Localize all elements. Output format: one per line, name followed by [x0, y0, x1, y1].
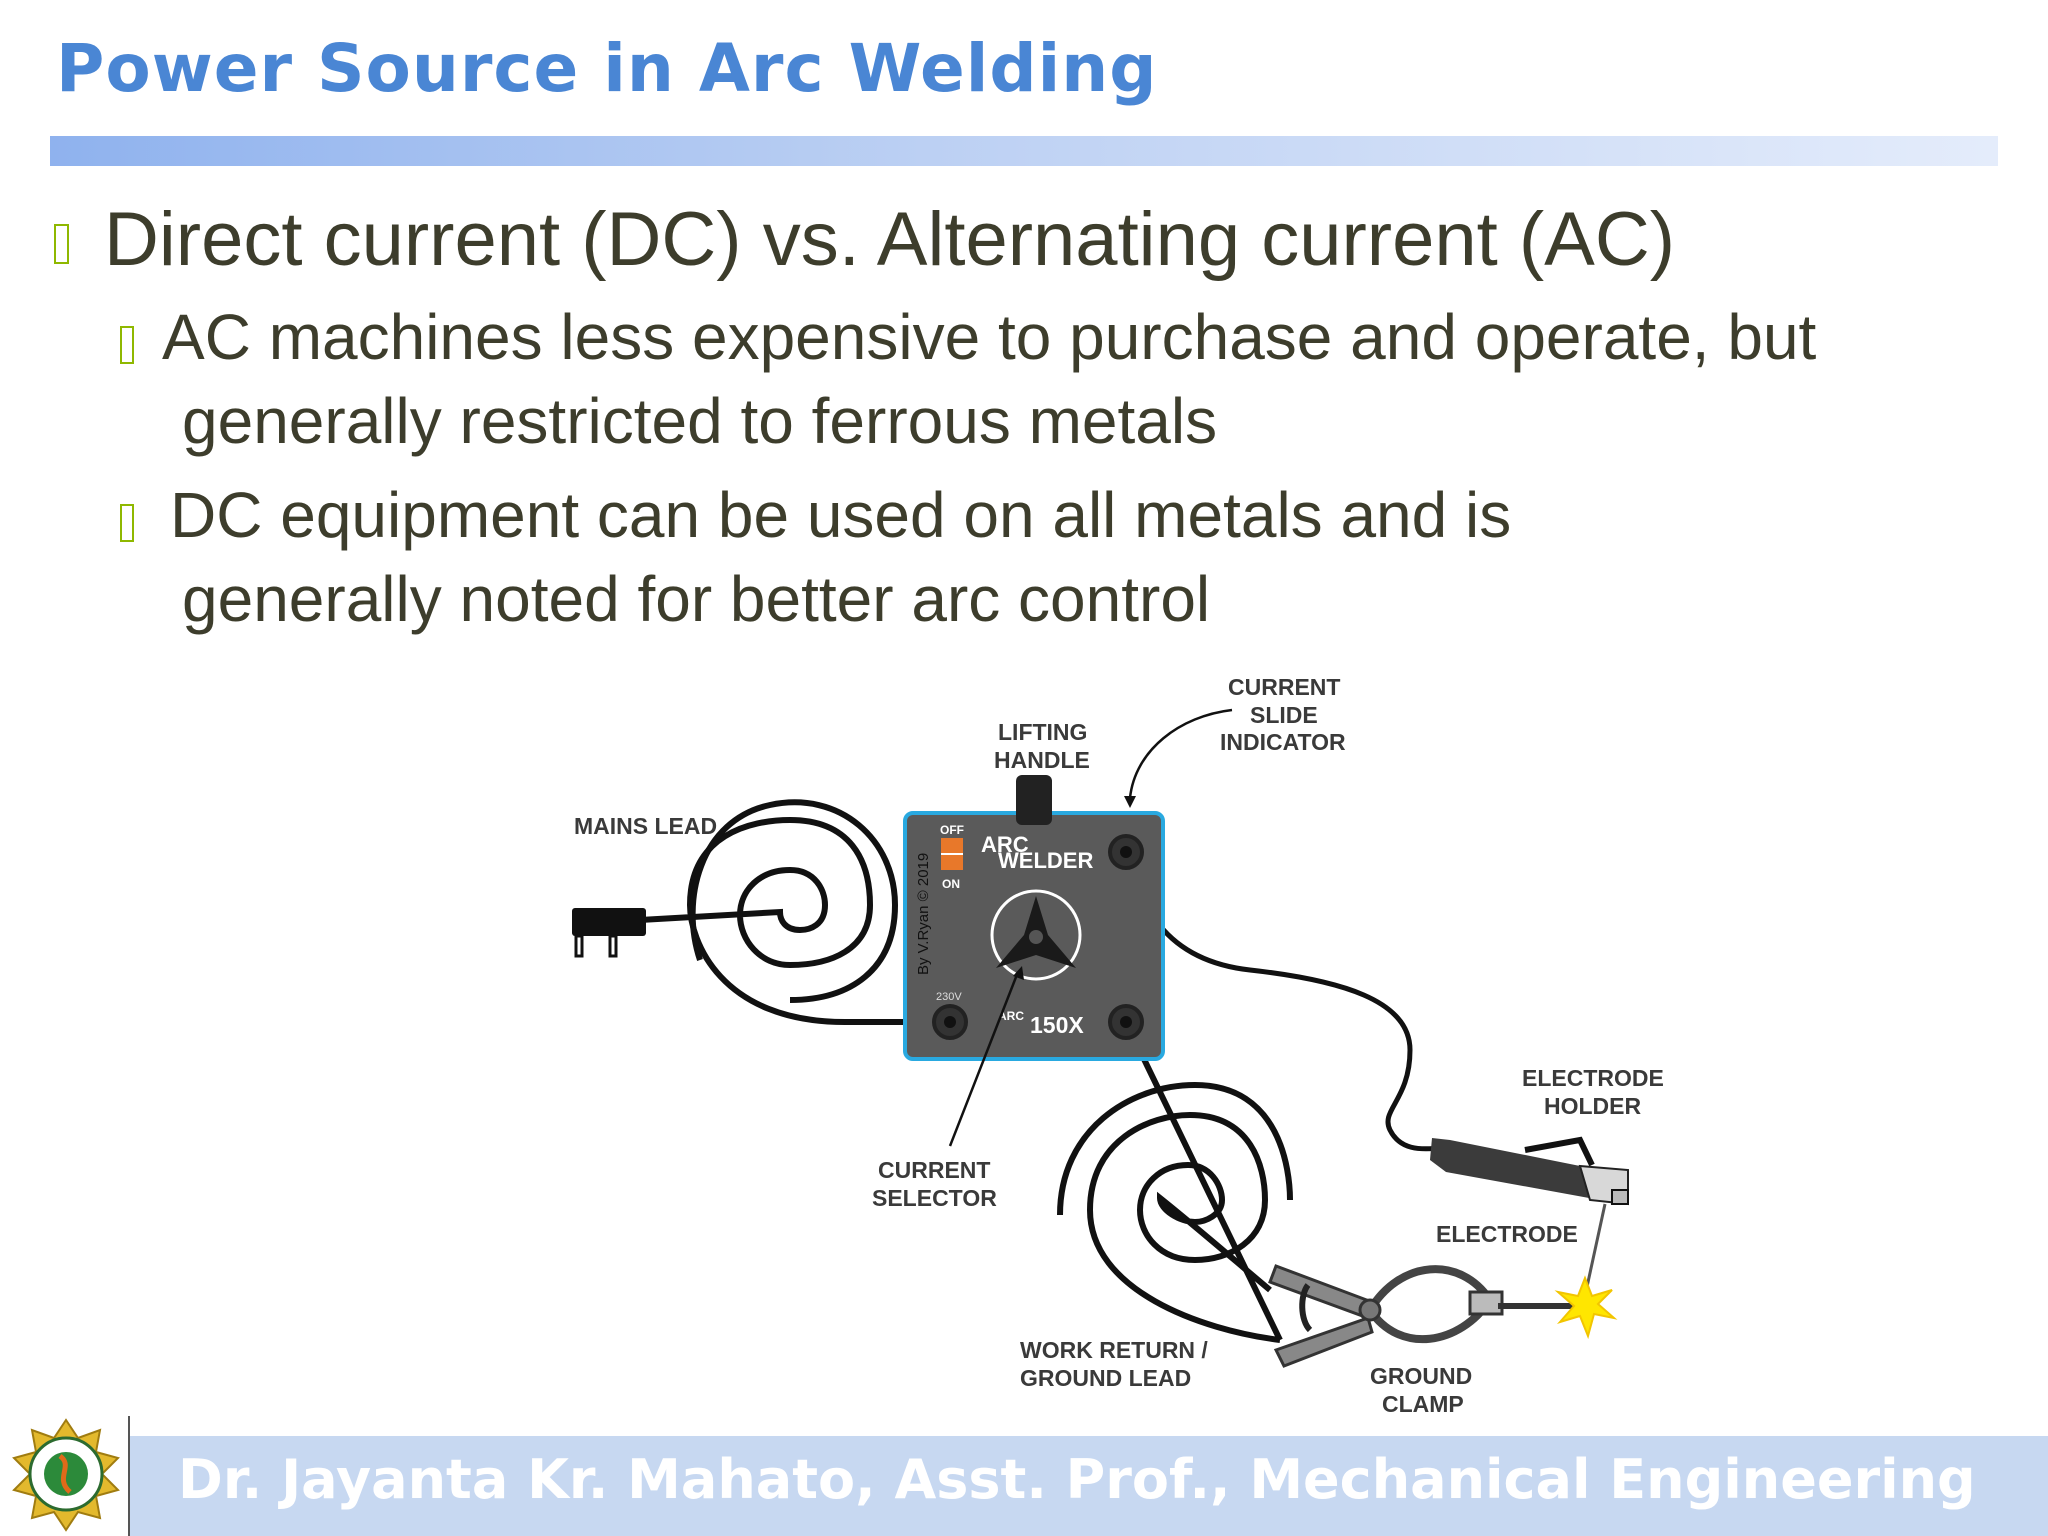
welder-brand-line1: ARC [981, 832, 1029, 857]
footer-band [130, 1436, 2048, 1536]
label-ground-clamp-2: CLAMP [1382, 1391, 1464, 1417]
bullet-ac-line1: AC machines less expensive to purchase a… [162, 301, 1817, 373]
bullet-marker-icon [120, 326, 134, 364]
mains-lead-coil-outer [689, 799, 899, 1003]
title-underline-bar [50, 136, 1998, 166]
label-work-return-1: WORK RETURN / [1020, 1337, 1208, 1363]
welder-brand-line2: WELDER [998, 848, 1093, 873]
university-logo-icon [12, 1418, 120, 1532]
slide-indicator-arrow [1128, 708, 1233, 799]
arc-welder-diagram: ARC WELDER OFF ON By V.Ryan © 2019 230V … [572, 674, 1664, 1417]
label-electrode-holder-2: HOLDER [1544, 1093, 1642, 1119]
ground-lead-coil-outer [1057, 1081, 1293, 1216]
bullet-dc-line2: generally noted for better arc control [182, 563, 1211, 635]
ground-lead-coil [1086, 1111, 1281, 1343]
label-ground-clamp-1: GROUND [1370, 1363, 1472, 1389]
welder-box [903, 775, 1165, 1061]
bullet-main: Direct current (DC) vs. Alternating curr… [104, 197, 1676, 282]
model-prefix: ARC [998, 1009, 1024, 1023]
ground-clamp-icon [1268, 1264, 1590, 1368]
footer-divider [128, 1416, 130, 1536]
label-current-slide-1: CURRENT [1228, 674, 1340, 700]
label-current-slide-2: SLIDE [1250, 702, 1318, 728]
label-lifting-handle-2: HANDLE [994, 747, 1090, 773]
welder-credit: By V.Ryan © 2019 [915, 853, 932, 975]
electrode-holder-icon [1430, 1136, 1629, 1297]
label-work-return-2: GROUND LEAD [1020, 1365, 1191, 1391]
label-current-slide-3: INDICATOR [1220, 729, 1346, 755]
switch-on-label: ON [942, 877, 960, 891]
arc-spark-icon [1554, 1275, 1618, 1340]
voltage-label: 230V [936, 991, 962, 1003]
ground-lead [1123, 1020, 1283, 1342]
model-number: 150X [1030, 1012, 1084, 1038]
label-mains-lead: MAINS LEAD [574, 813, 717, 839]
lifting-handle [1016, 775, 1052, 825]
label-electrode: ELECTRODE [1436, 1221, 1578, 1247]
slide-title: Power Source in Arc Welding [56, 30, 1158, 107]
footer-author: Dr. Jayanta Kr. Mahato, Asst. Prof., Mec… [178, 1448, 1976, 1511]
bullet-marker-icon [54, 224, 69, 264]
label-current-selector-2: SELECTOR [872, 1185, 997, 1211]
bullet-dc-line1: DC equipment can be used on all metals a… [170, 479, 1512, 551]
bullet-ac-line2: generally restricted to ferrous metals [182, 385, 1218, 457]
selector-arrow [948, 971, 1020, 1147]
label-current-selector-1: CURRENT [878, 1157, 990, 1183]
bullet-marker-icon [120, 504, 134, 542]
label-electrode-holder-1: ELECTRODE [1522, 1065, 1664, 1091]
mains-plug-icon [572, 908, 646, 958]
electrode-cable [1123, 851, 1441, 1152]
switch-off-label: OFF [940, 823, 964, 837]
label-lifting-handle-1: LIFTING [998, 719, 1087, 745]
